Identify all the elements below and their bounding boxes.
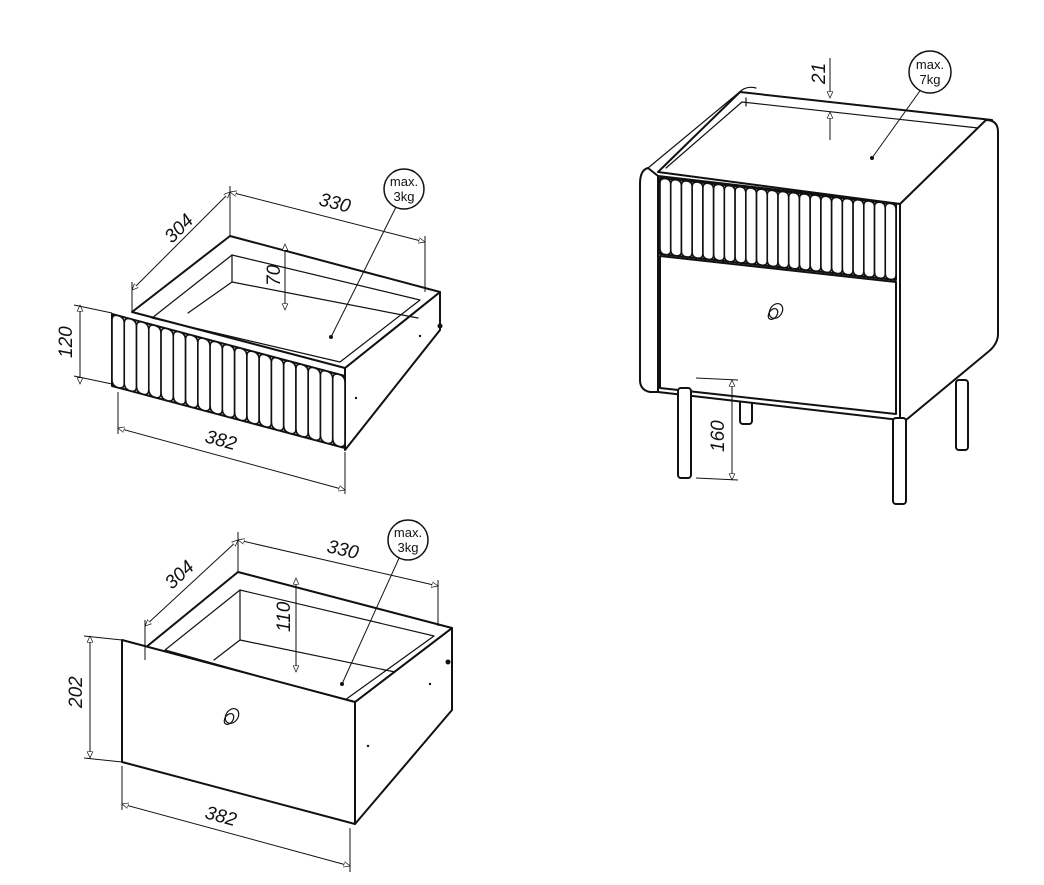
dim-plain-depth-label: 304 [161,557,199,594]
dim-plain-inner-width-label: 330 [325,536,361,564]
dim-ribbed-inner-width-label: 330 [317,189,353,217]
nightstand-ribbed-band-rib [798,193,811,271]
nightstand-ribbed-band-rib [809,194,822,272]
nightstand-ribbed-band-rib [723,184,736,263]
nightstand-ribbed-band-rib [766,189,779,268]
dim-ribbed-width-label: 382 [203,427,239,456]
nightstand: 21 160 max. 7kg [639,50,999,505]
leg-back-right [955,379,969,451]
nightstand-ribbed-band-rib [712,183,726,262]
dim-ribbed-inner-height: 70 [264,244,285,310]
dim-leg-height: 160 [695,377,739,480]
leg-front-right [892,417,907,505]
ribbed-drawer-front-rib [172,330,187,406]
nightstand-ribbed-band-rib [873,201,887,280]
svg-text:3kg: 3kg [394,189,415,204]
ribbed-drawer-front-rib [270,356,285,432]
svg-text:7kg: 7kg [920,72,941,87]
drawer-knob [223,707,240,726]
nightstand-ribbed-band-rib [820,195,833,274]
dim-ribbed-inner-height-label: 70 [264,264,285,286]
nightstand-side-right [899,119,999,421]
dim-top-recess: 21 [809,58,830,140]
ribbed-drawer: 304 330 70 120 382 max. 3kg [56,168,443,494]
dim-ribbed-depth-label: 304 [161,210,198,247]
plain-drawer: 304 330 110 202 382 max. 3kg [66,519,453,872]
nightstand-ribbed-band-rib [745,187,758,265]
dim-plain-height: 202 [66,636,123,763]
ribbed-drawer-front-rib [258,353,273,428]
dim-leg-height-label: 160 [708,420,729,452]
ribbed-drawer-front-rib [221,343,236,419]
max-load-badge-nightstand: max. 7kg [870,50,952,160]
ribbed-drawer-front-rib [233,347,248,422]
ribbed-drawer-front-rib [197,337,211,412]
dim-plain-inner-height-label: 110 [274,601,295,632]
nightstand-ribbed-band-rib [702,182,715,261]
ribbed-drawer-front-rib [184,334,199,409]
nightstand-ribbed-band-rib [659,177,672,256]
ribbed-drawer-front-rib [307,366,322,441]
nightstand-ribbed-band-rib [852,199,865,277]
ribbed-drawer-front-rib [209,340,224,415]
ribbed-drawer-front-rib [331,373,346,448]
ribbed-drawer-front-rib [282,360,297,435]
nightstand-ribbed-band-rib [787,191,801,270]
nightstand-ribbed-band-rib [691,181,704,259]
nightstand-ribbed-band-rib [734,186,747,264]
dim-plain-width-label: 382 [203,803,239,832]
nightstand-ribbed-band-rib [863,200,876,278]
nightstand-ribbed-band-rib [841,197,854,276]
ribbed-drawer-front [111,313,346,449]
ribbed-drawer-front-rib [147,324,162,399]
ribbed-drawer-front-rib [135,321,150,396]
dim-plain-height-label: 202 [66,676,87,709]
svg-text:max.: max. [390,174,418,189]
max-load-badge-plain: max. 3kg [340,519,429,686]
nightstand-drawer [659,255,897,415]
nightstand-ribbed-band-rib [680,180,693,258]
nightstand-ribbed-band-rib [830,196,844,275]
ribbed-drawer-front-rib [123,317,138,393]
ribbed-drawer-front-rib [246,350,260,425]
dim-top-recess-label: 21 [809,63,830,85]
dim-ribbed-height: 120 [56,305,113,384]
nightstand-ribbed-band-rib [755,188,769,267]
nightstand-side-left [639,167,659,393]
ribbed-drawer-front-rib [160,327,175,402]
nightstand-ribbed-band-rib [777,190,790,269]
leg-front-left [677,387,692,479]
ribbed-drawer-front-rib [111,314,126,389]
svg-text:max.: max. [394,525,422,540]
max-load-badge-ribbed: max. 3kg [329,168,425,339]
nightstand-knob [767,302,784,321]
svg-text:3kg: 3kg [398,540,419,555]
nightstand-ribbed-band-rib [669,178,683,257]
svg-text:max.: max. [916,57,944,72]
ribbed-drawer-front-rib [295,363,310,438]
nightstand-ribbed-band-rib [884,202,897,281]
nightstand-ribbed-band [659,177,897,281]
ribbed-drawer-front-rib [319,369,334,445]
dim-plain-inner-height: 110 [274,578,296,672]
dim-ribbed-height-label: 120 [56,326,77,358]
